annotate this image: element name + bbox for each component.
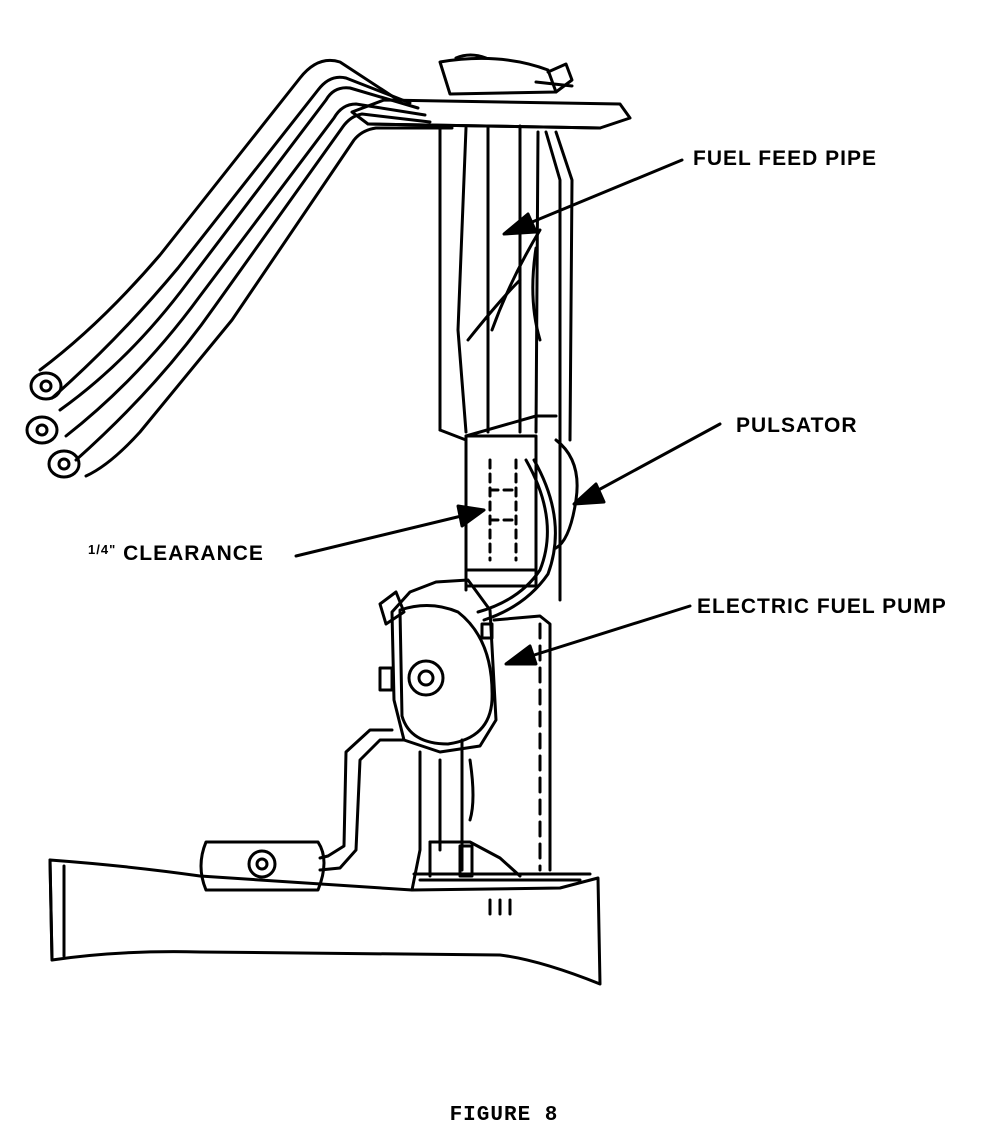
pulsator-arrowhead [572,482,606,506]
clearance-fraction: 1/4" [88,542,117,557]
figure-caption: FIGURE 8 [449,1104,559,1127]
pulsator-section [438,414,579,622]
fuel-feed-pipe-arrowhead [502,212,538,236]
label-clearance: 1/4" CLEARANCE [88,543,264,564]
leader-arrows [294,158,722,666]
electric-fuel-pump-arrowhead [504,644,538,666]
mounting-flange [350,53,632,130]
pulsator-leader [578,422,722,502]
label-fuel-feed-pipe: FUEL FEED PIPE [693,147,877,170]
electric-fuel-pump [378,578,552,872]
electric-fuel-pump-leader [510,604,692,664]
clearance-text: CLEARANCE [123,542,264,565]
pump-bracket [318,728,475,892]
label-pulsator: PULSATOR [736,414,858,437]
fuel-feed-pipe-leader [506,158,684,234]
clearance-leader [294,510,480,558]
fuel-lines [25,58,454,479]
fuel-feed-pipe [438,124,574,602]
label-electric-fuel-pump: ELECTRIC FUEL PUMP [697,595,947,618]
clearance-arrowhead [456,504,486,528]
filter-sock [48,840,602,986]
